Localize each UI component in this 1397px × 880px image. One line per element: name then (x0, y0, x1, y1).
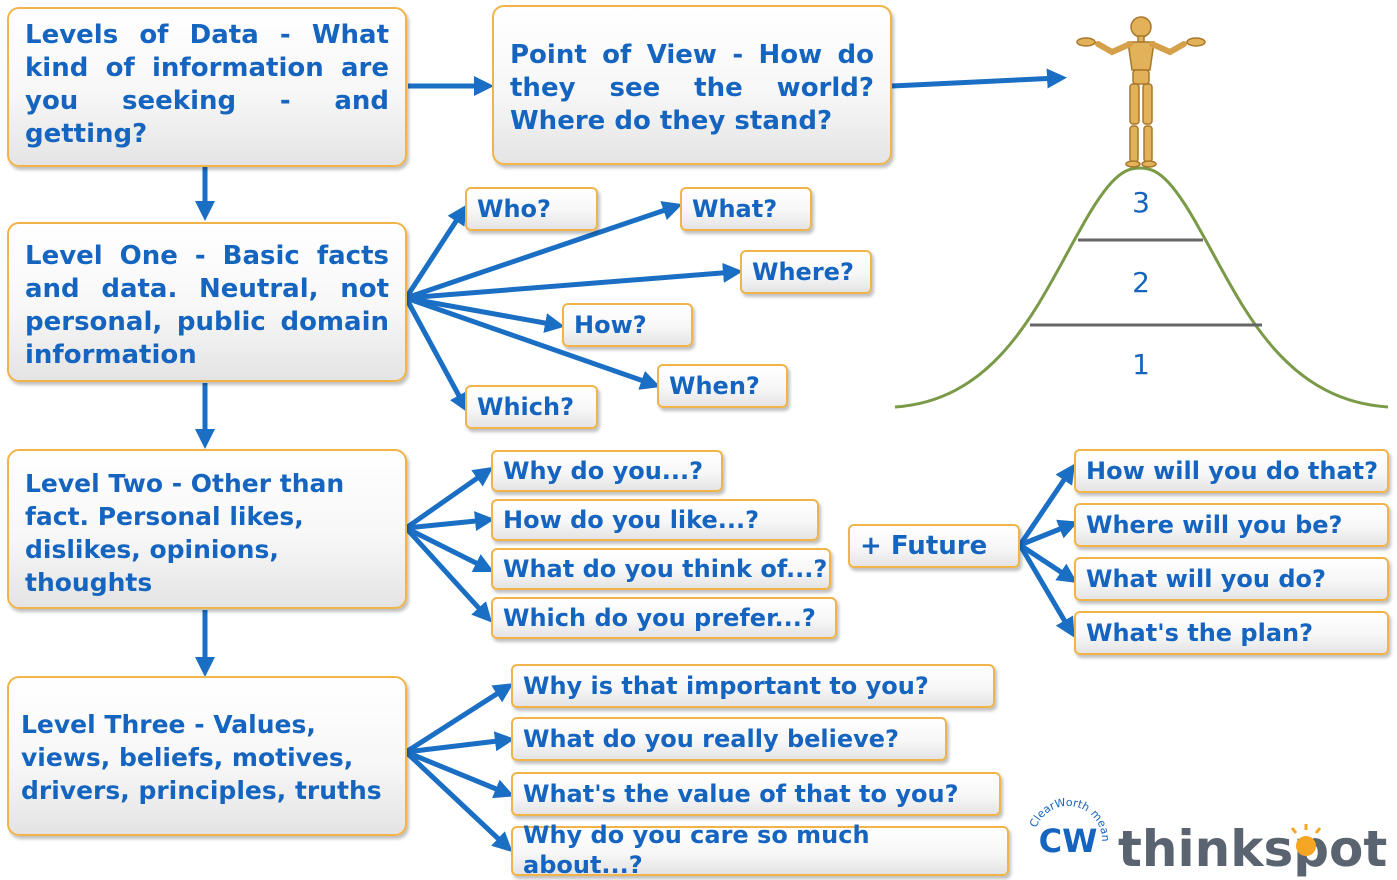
arrow-to-where (405, 262, 743, 301)
logo-initials: CW (1039, 822, 1098, 860)
question-value: What's the value of that to you? (511, 772, 1001, 816)
levels-of-data-box: Levels of Data - What kind of informatio… (7, 7, 407, 167)
question-what-label: What? (692, 195, 778, 223)
question-when: When? (657, 364, 788, 408)
arrow-to-how-do-you-like (405, 511, 495, 532)
arrow-to-which (403, 296, 469, 413)
arrow-to-why-important (404, 683, 514, 755)
question-what-will: What will you do? (1074, 557, 1389, 601)
level-one-box: Level One - Basic facts and data. Neutra… (7, 222, 407, 382)
arrow-to-who (403, 204, 467, 300)
question-where-label: Where? (752, 258, 854, 286)
arrow-to-why-do-you (404, 466, 494, 531)
question-which: Which? (465, 385, 598, 429)
question-when-label: When? (669, 372, 760, 400)
mannequin-figure (1076, 16, 1206, 168)
question-how-do-you-like: How do you like...? (491, 499, 819, 541)
question-how: How? (562, 303, 693, 347)
arrow-to-which-prefer (404, 526, 493, 623)
level-number-3: 3 (1132, 186, 1150, 219)
question-how-label: How? (574, 311, 647, 339)
arrow-to-where-will (1019, 519, 1079, 548)
question-where-will: Where will you be? (1074, 503, 1389, 547)
logo-ring-text: ClearWorth means (0, 0, 1112, 842)
question-where-will-label: Where will you be? (1086, 511, 1343, 539)
clearworth-logo: ClearWorth means CW (0, 0, 1113, 860)
question-why-do-you: Why do you...? (491, 450, 723, 492)
question-which-prefer-label: Which do you prefer...? (503, 604, 816, 632)
question-plan-label: What's the plan? (1086, 619, 1314, 647)
question-value-label: What's the value of that to you? (523, 780, 959, 808)
level-number-1: 1 (1132, 348, 1150, 381)
question-what-think: What do you think of...? (491, 548, 831, 590)
thinkspot-wordmark: thinkspot (1118, 820, 1387, 878)
arrow-to-plan (1017, 543, 1075, 638)
question-what-think-label: What do you think of...? (503, 555, 828, 583)
question-what-will-label: What will you do? (1086, 565, 1326, 593)
question-really-believe: What do you really believe? (511, 717, 947, 761)
question-care: Why do you care so much about...? (511, 821, 1009, 879)
question-care-label: Why do you care so much about...? (523, 821, 870, 879)
question-who-label: Who? (477, 195, 551, 223)
arrow-pov-to-figure (891, 68, 1067, 89)
arrow-to-how-will (1017, 463, 1076, 547)
arrow-to-really-believe (405, 731, 515, 755)
arrow-to-when (405, 295, 661, 390)
future-box: + Future (848, 524, 1020, 568)
levels-of-data-text: Levels of Data - What kind of informatio… (25, 20, 389, 149)
question-why-important-label: Why is that important to you? (523, 672, 929, 700)
future-label: + Future (860, 531, 988, 561)
question-where: Where? (740, 250, 872, 294)
question-how-do-you-like-label: How do you like...? (503, 506, 760, 534)
bell-curve (894, 166, 1389, 409)
arrow-to-value (405, 749, 515, 799)
arrow-to-what-think (404, 525, 495, 573)
question-why-do-you-label: Why do you...? (503, 457, 704, 485)
arrow-to-what (405, 201, 683, 301)
question-which-prefer: Which do you prefer...? (491, 597, 837, 639)
level-number-2: 2 (1132, 266, 1150, 299)
question-plan: What's the plan? (1074, 611, 1389, 655)
question-how-will: How will you do that? (1074, 449, 1389, 493)
question-really-believe-label: What do you really believe? (523, 725, 899, 753)
level-two-text: Level Two - Other than fact. Personal li… (25, 469, 345, 597)
level-three-text: Level Three - Values, views, beliefs, mo… (21, 710, 382, 805)
point-of-view-text: Point of View - How do they see the worl… (510, 40, 874, 136)
level-one-text: Level One - Basic facts and data. Neutra… (25, 241, 389, 370)
lightbulb-icon (1290, 824, 1322, 856)
question-who: Who? (465, 187, 598, 231)
level-three-box: Level Three - Values, views, beliefs, mo… (7, 676, 407, 836)
question-what: What? (680, 187, 812, 231)
question-how-will-label: How will you do that? (1086, 457, 1379, 485)
question-which-label: Which? (477, 393, 575, 421)
arrow-to-care (404, 750, 513, 853)
level-two-box: Level Two - Other than fact. Personal li… (7, 449, 407, 609)
arrow-to-how (405, 295, 565, 333)
point-of-view-box: Point of View - How do they see the worl… (492, 5, 892, 165)
svg-text:ClearWorth means: ClearWorth means (0, 0, 1112, 842)
question-why-important: Why is that important to you? (511, 664, 995, 708)
arrow-to-what-will (1018, 542, 1078, 583)
